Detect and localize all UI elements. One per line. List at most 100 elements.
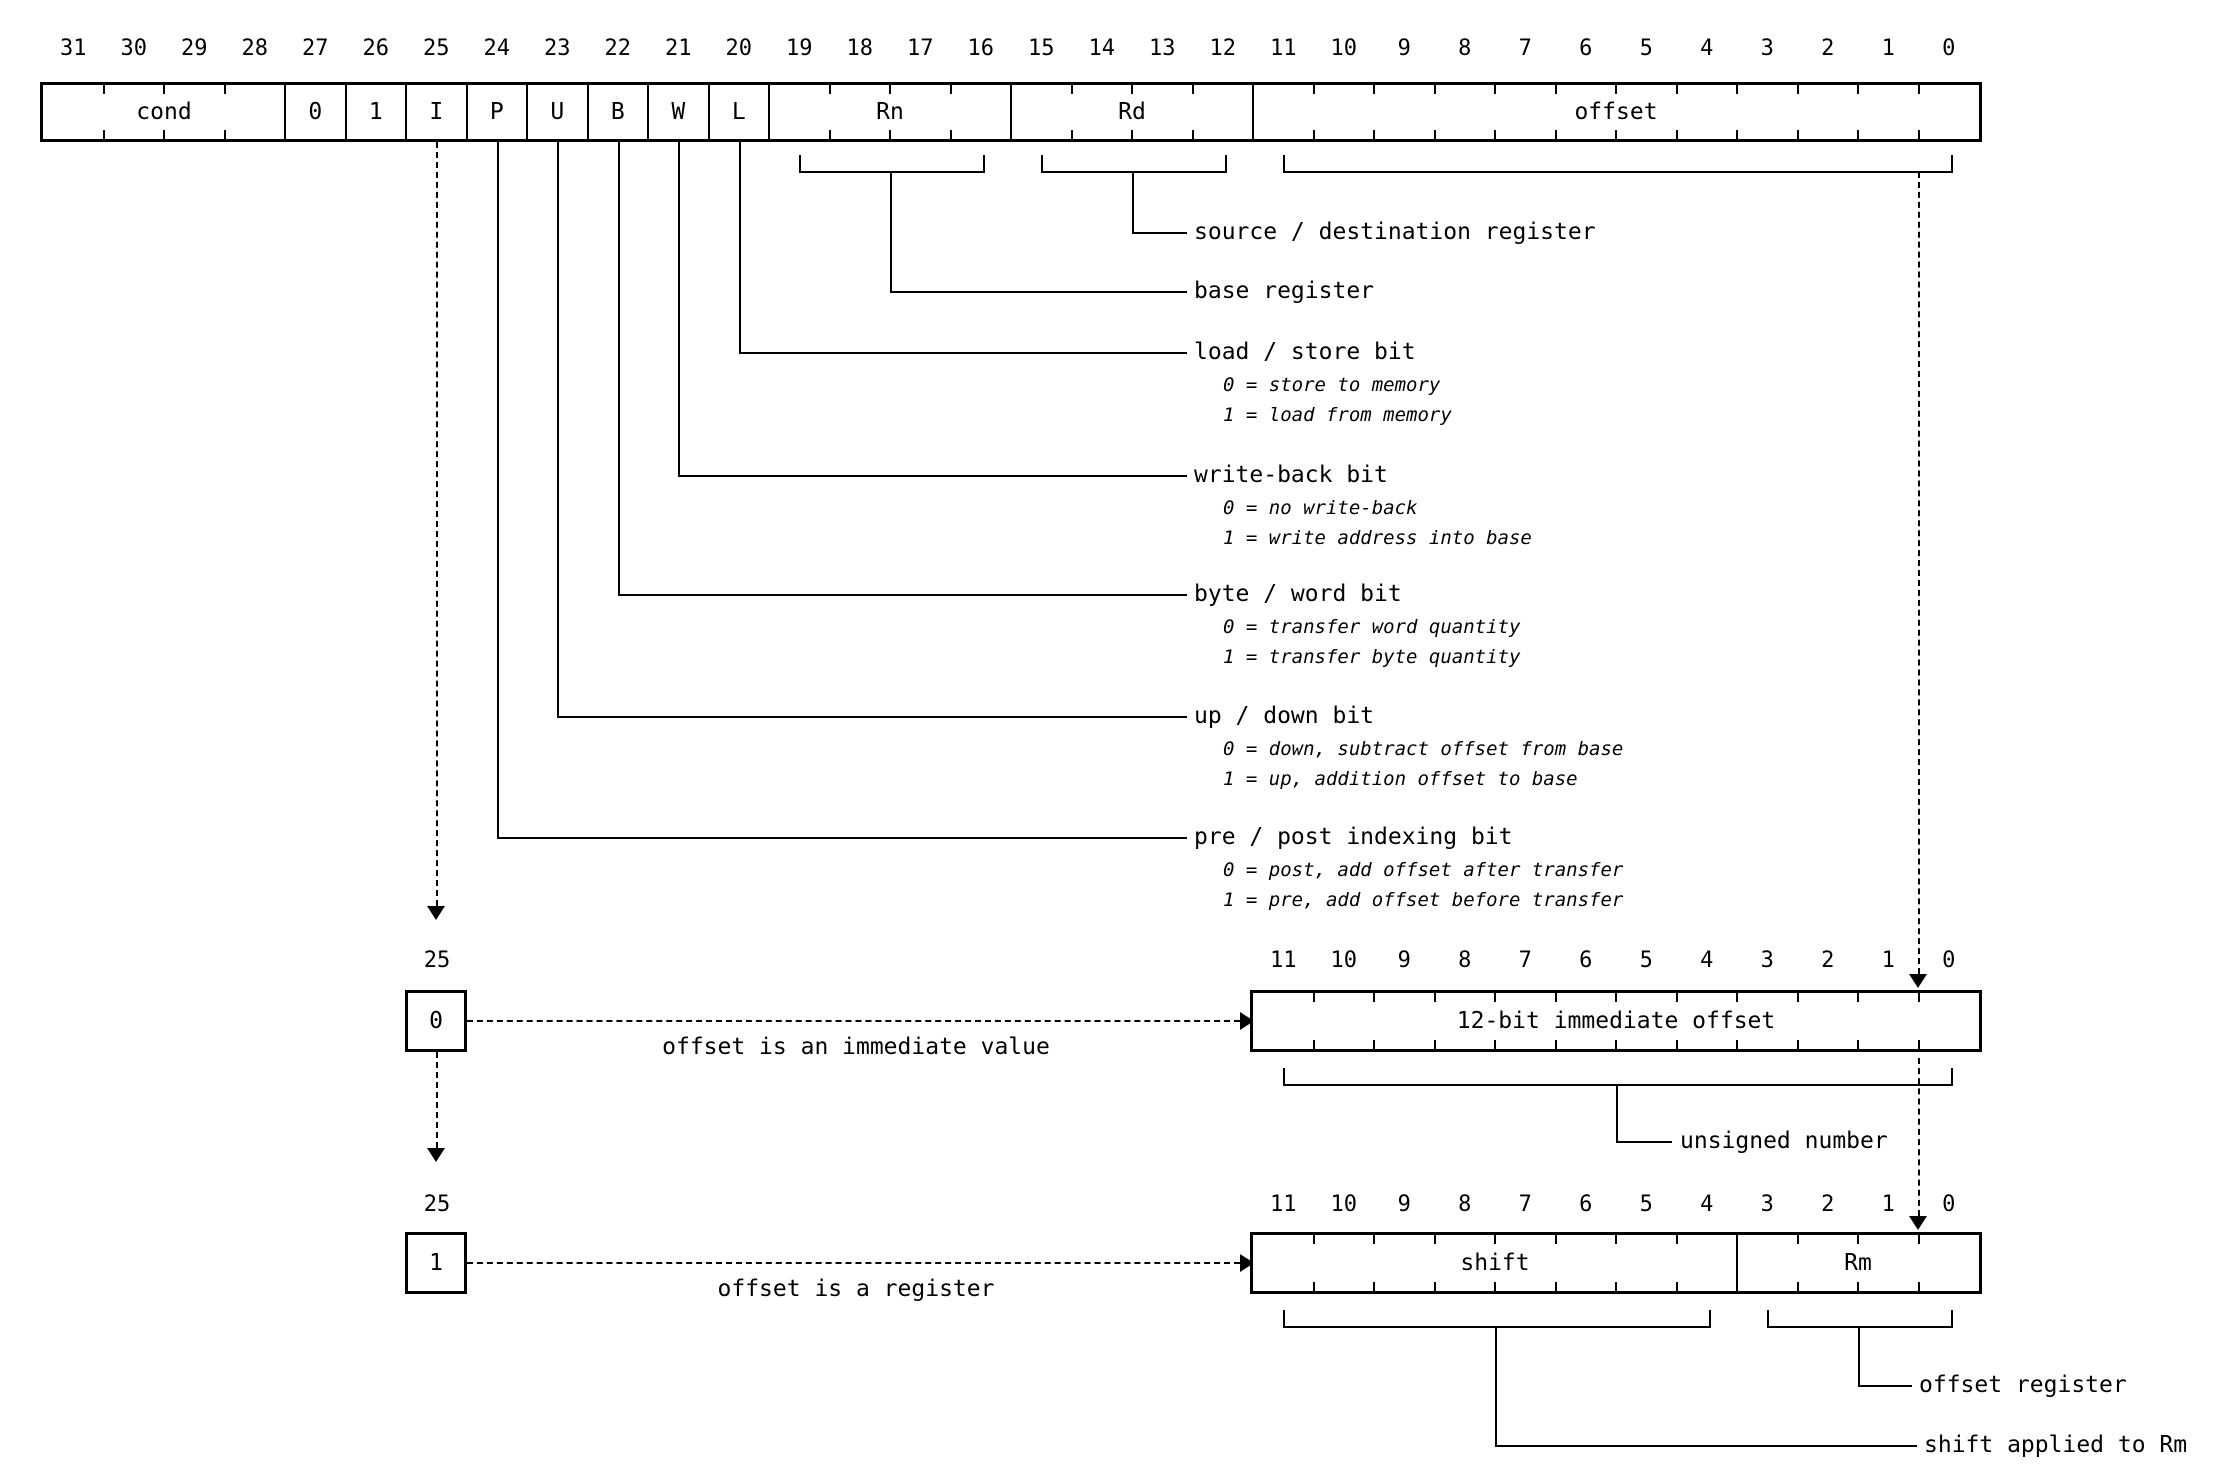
annotation-note: 1 = pre, add offset before transfer — [1223, 889, 1624, 911]
bit-number-29: 29 — [181, 36, 208, 61]
bit-number-1: 1 — [1881, 36, 1895, 61]
bit-tick — [1675, 993, 1678, 1002]
field-separator — [526, 85, 528, 139]
arrow-down-icon — [1909, 1216, 1927, 1230]
bit-tick — [1796, 993, 1799, 1002]
bit-number-10: 10 — [1330, 36, 1358, 61]
bit-tick — [1494, 1040, 1496, 1049]
bit-tick — [1857, 1235, 1859, 1244]
field-L: L — [731, 99, 746, 125]
byte-word-connector-line — [618, 142, 1187, 596]
field-separator — [1736, 1235, 1738, 1291]
field-P: P — [489, 99, 504, 125]
annotation-notes: 0 = post, add offset after transfer 1 = … — [1194, 855, 1623, 915]
bit-tick — [1433, 993, 1436, 1002]
bit-tick — [1373, 993, 1375, 1002]
bit-tick — [223, 85, 226, 94]
bit-tick — [1554, 130, 1557, 139]
bit-tick — [1070, 130, 1073, 139]
bit-number-4: 4 — [1700, 1192, 1714, 1217]
bit-tick — [1615, 85, 1617, 94]
bit-number-3: 3 — [1760, 36, 1774, 61]
bit-tick — [1615, 1040, 1617, 1049]
pre-post-connector-line — [497, 142, 1187, 839]
bit-number-3: 3 — [1760, 948, 1774, 973]
bit-number-6: 6 — [1579, 1192, 1593, 1217]
field-separator — [284, 85, 286, 139]
bit-number-11: 11 — [1270, 36, 1297, 61]
field-separator — [465, 85, 468, 139]
load-store-connector-line — [739, 142, 1187, 354]
bit-tick — [1857, 85, 1859, 94]
bit-number-9: 9 — [1397, 36, 1411, 61]
bit-tick — [1494, 993, 1496, 1002]
bit-tick — [1615, 1282, 1617, 1291]
bit25-value-0-box: 0 — [405, 990, 467, 1052]
bit-tick — [1373, 1282, 1375, 1291]
annotation-notes: 0 = transfer word quantity 1 = transfer … — [1194, 612, 1520, 672]
bit-number-8: 8 — [1458, 1192, 1472, 1217]
bit-tick — [1857, 130, 1859, 139]
annotation-label: write-back bit — [1194, 462, 1388, 488]
rn-connector-line — [890, 172, 1187, 293]
rd-field-brace — [1041, 155, 1227, 173]
bit-tick — [1736, 1040, 1738, 1049]
unsigned-number-label: unsigned number — [1680, 1128, 1888, 1154]
bit-number-19: 19 — [786, 36, 813, 61]
bit-tick — [1675, 1282, 1678, 1291]
bit-number-21: 21 — [665, 36, 692, 61]
bit-tick — [1433, 1235, 1436, 1244]
annotation-note: 1 = up, addition offset to base — [1223, 768, 1578, 790]
bit-number-8: 8 — [1458, 948, 1472, 973]
bit-tick — [1312, 993, 1315, 1002]
bit-number-24: 24 — [483, 36, 511, 61]
annotation-source-destination-register: source / destination register — [1194, 219, 1596, 245]
bit-number-23: 23 — [544, 36, 571, 61]
bit25-index-label: 25 — [423, 1192, 451, 1217]
field-0: 0 — [308, 99, 323, 125]
bit-number-0: 0 — [1942, 36, 1956, 61]
field-separator — [768, 85, 770, 139]
field-1: 1 — [368, 99, 383, 125]
annotation-notes: 0 = down, subtract offset from base 1 = … — [1194, 734, 1623, 794]
bit-tick — [1373, 1235, 1375, 1244]
bit-tick — [1070, 85, 1073, 94]
field-12-bit immediate offset: 12-bit immediate offset — [1456, 1008, 1776, 1034]
annotation-notes: 0 = no write-back 1 = write address into… — [1194, 493, 1532, 553]
bit-number-7: 7 — [1518, 1192, 1532, 1217]
annotation-note: 0 = down, subtract offset from base — [1223, 738, 1624, 760]
annotation-load-store-bit: load / store bit 0 = store to memory 1 =… — [1194, 339, 1452, 430]
bit-tick — [1857, 1282, 1859, 1291]
bit-tick — [1373, 130, 1375, 139]
bit-tick — [949, 85, 952, 94]
arrow-down-icon — [427, 1148, 445, 1162]
bit-tick — [1494, 1235, 1496, 1244]
field-W: W — [671, 99, 686, 125]
bit-number-30: 30 — [120, 36, 148, 61]
bit-number-11: 11 — [1270, 1192, 1297, 1217]
bit-tick — [163, 85, 165, 94]
bit-tick — [949, 130, 952, 139]
annotation-note: 0 = transfer word quantity — [1223, 616, 1521, 638]
offset-dashed-line-a — [1918, 172, 1920, 974]
field-U: U — [550, 99, 565, 125]
annotation-up-down-bit: up / down bit 0 = down, subtract offset … — [1194, 703, 1623, 794]
bit-tick — [1131, 130, 1133, 139]
annotation-notes: 0 = store to memory 1 = load from memory — [1194, 370, 1452, 430]
bit-tick — [1554, 1235, 1557, 1244]
bit-tick — [1494, 85, 1496, 94]
bit-tick — [889, 85, 891, 94]
annotation-byte-word-bit: byte / word bit 0 = transfer word quanti… — [1194, 581, 1520, 672]
bit-number-11: 11 — [1270, 948, 1297, 973]
bit-tick — [1494, 130, 1496, 139]
bit-number-4: 4 — [1700, 948, 1714, 973]
bit-tick — [889, 130, 891, 139]
bit-tick — [1796, 1282, 1799, 1291]
bit-number-20: 20 — [725, 36, 753, 61]
bit25-dashed-line-2 — [436, 1052, 438, 1148]
bit-number-16: 16 — [967, 36, 995, 61]
bit-tick — [1736, 85, 1738, 94]
bit-tick — [1373, 1040, 1375, 1049]
bit-tick — [1796, 1040, 1799, 1049]
bit-number-10: 10 — [1330, 1192, 1358, 1217]
